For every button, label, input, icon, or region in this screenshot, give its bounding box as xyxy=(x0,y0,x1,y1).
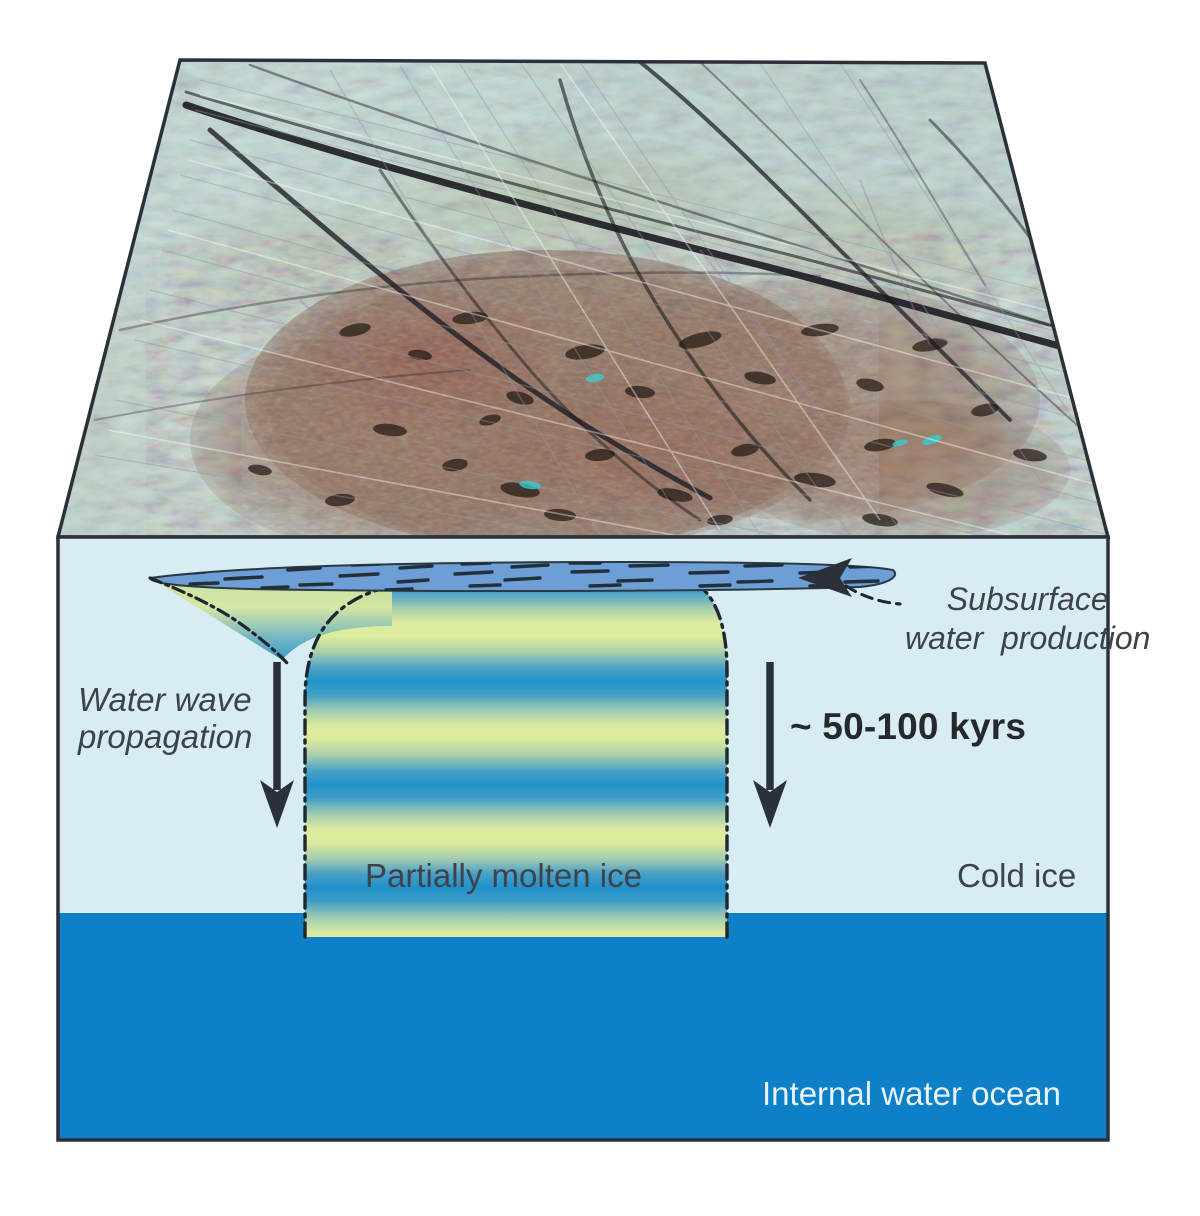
lineae-group xyxy=(94,60,1108,522)
downward-arrow-timescale xyxy=(753,662,787,828)
label-cold-ice: Cold ice xyxy=(957,857,1077,894)
striation-group xyxy=(94,61,1108,537)
label-internal-water-ocean: Internal water ocean xyxy=(762,1075,1062,1112)
pond-underlay-wedge xyxy=(150,578,392,660)
partially-molten-ice-region xyxy=(305,586,727,937)
highlight-striation-group xyxy=(107,62,1106,537)
cyan-fleck-group xyxy=(519,373,942,490)
label-partially-molten-ice: Partially molten ice xyxy=(365,857,642,894)
leftward-arrowhead-to-water-lens xyxy=(798,558,852,597)
downward-arrow-water-wave xyxy=(260,662,294,828)
label-subsurface-line1: Subsurface xyxy=(946,581,1109,617)
label-timescale: ~ 50-100 kyrs xyxy=(790,706,1027,747)
cross-section-block xyxy=(56,535,1110,1142)
annotation-arrows xyxy=(260,558,902,828)
tint-line-group xyxy=(299,179,931,456)
subsurface-water-lens xyxy=(148,560,897,593)
cross-section-outline xyxy=(56,535,1110,1142)
surface-perspective-panel xyxy=(55,58,1111,539)
molten-zone-left-boundary xyxy=(303,584,394,939)
pond-left-tip-boundary xyxy=(148,576,290,666)
label-subsurface-line2: water production xyxy=(905,619,1151,656)
internal-water-ocean-region xyxy=(58,913,1108,1140)
dashed-leader-to-subsurface-label xyxy=(844,584,902,606)
